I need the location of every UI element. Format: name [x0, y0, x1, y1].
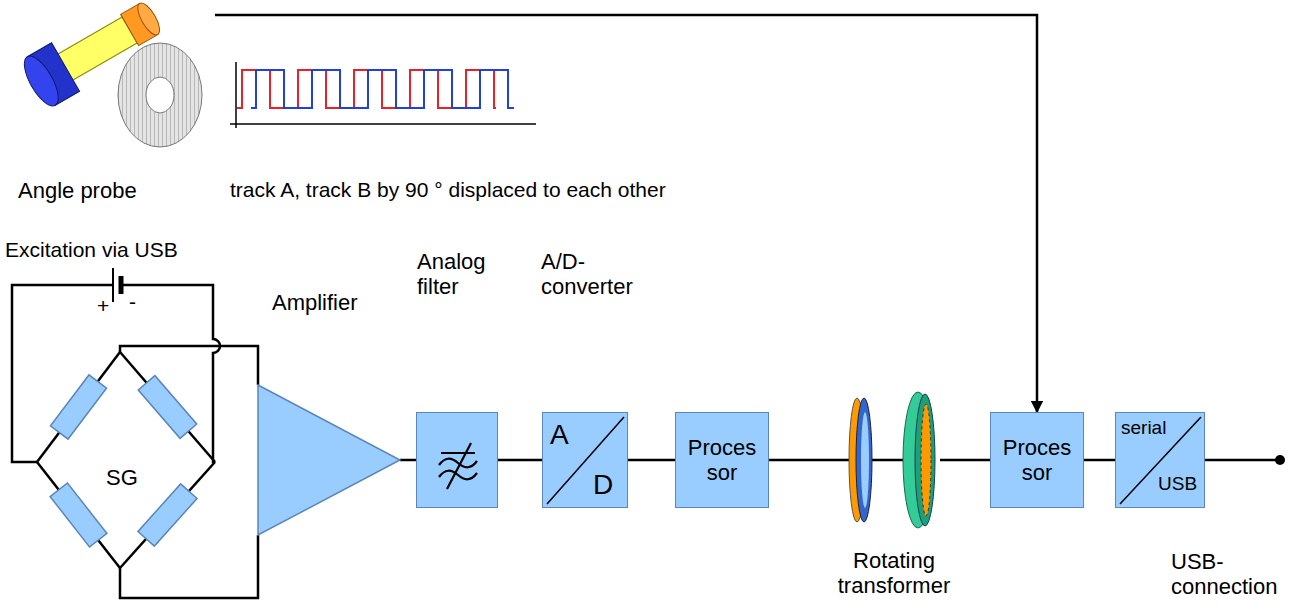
terminal — [1275, 455, 1285, 465]
signal-wire — [940, 459, 990, 462]
polarity-sign: + — [97, 294, 117, 318]
node-label: Analog filter — [417, 249, 507, 300]
angle-probe: Angle probe — [10, 5, 215, 155]
rotor-ring — [861, 412, 869, 508]
node-shape — [417, 413, 499, 509]
node-label: Amplifier — [272, 290, 402, 315]
resistor-symbol — [138, 376, 196, 439]
plot-axis — [230, 123, 536, 125]
stator-ring — [921, 404, 931, 516]
rotor-ring — [856, 398, 872, 522]
battery-symbol — [113, 268, 121, 302]
bridge-circuit — [37, 352, 215, 568]
signal-wire — [498, 459, 542, 462]
node-label: Rotating transformer — [832, 548, 956, 599]
node-label: Proces sor — [676, 435, 768, 486]
port-letter: A — [550, 419, 580, 451]
node-label: A/D- converter — [541, 249, 646, 300]
resistor-symbol — [138, 484, 197, 546]
processor-box: Proces sor — [990, 412, 1084, 508]
signal-wire — [628, 459, 675, 462]
end-cap — [134, 0, 164, 38]
signal-wire — [120, 346, 258, 385]
plot-axis — [235, 62, 237, 128]
converter-box: A/D- converterAD — [542, 412, 628, 508]
encoder-hub — [146, 77, 174, 113]
strain-gauge-bridge: SG — [37, 352, 215, 568]
square-waves — [237, 70, 514, 108]
track-a-wave — [237, 70, 496, 108]
polarity-sign: - — [129, 290, 149, 314]
resistor-symbol — [50, 375, 106, 439]
wire — [121, 285, 220, 462]
probe-body — [18, 0, 169, 111]
stator-ring — [915, 394, 935, 526]
node-label: Angle probe — [18, 178, 168, 203]
encoder-disc — [118, 43, 202, 147]
processor-box: Proces sor — [675, 412, 769, 508]
node-label: Proces sor — [991, 435, 1083, 486]
port-letter: USB — [1158, 473, 1204, 495]
signal-wire — [1084, 459, 1115, 462]
filter-box: Analog filter — [416, 412, 498, 508]
node-label: serial — [1121, 417, 1181, 439]
port-letter: D — [593, 469, 623, 501]
wire — [37, 352, 120, 462]
node-shape — [258, 385, 400, 535]
supply-note: Excitation via USB — [5, 238, 265, 262]
signal-wire — [400, 459, 416, 462]
node-shape — [848, 390, 940, 530]
track-b-wave — [251, 70, 514, 108]
node-label: SG — [98, 465, 146, 490]
divider-line — [547, 417, 624, 504]
amplifier-triangle: Amplifier — [258, 385, 400, 535]
signal-wire — [215, 15, 1037, 412]
signal-plot — [230, 62, 536, 128]
rotating-transformer: Rotating transformer — [848, 390, 940, 530]
port-letter: USB- connection — [1171, 549, 1289, 600]
housing — [18, 51, 65, 110]
signal-note: track A, track B by 90 ° displaced to ea… — [230, 178, 790, 202]
node-shape — [10, 5, 215, 155]
wire — [1205, 459, 1276, 462]
amplifier-symbol — [258, 385, 400, 535]
wire — [120, 352, 215, 462]
shaft — [57, 17, 137, 80]
usb-interface-box: serialUSBUSB- connection — [1115, 412, 1205, 508]
signal-wire — [769, 459, 848, 462]
node-shape — [37, 352, 215, 568]
lowpass-symbol — [439, 443, 477, 489]
resistor-symbol — [50, 483, 107, 547]
